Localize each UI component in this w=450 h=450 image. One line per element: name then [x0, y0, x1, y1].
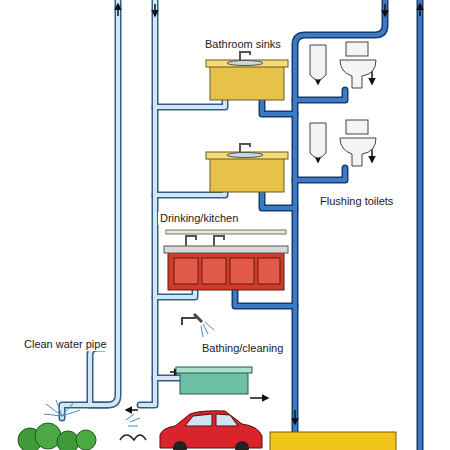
bathroom-sink [206, 144, 288, 192]
part-label: Bathing/cleaning [200, 342, 285, 355]
toilet [310, 42, 376, 166]
part-label: Flushing toilets [318, 195, 395, 208]
garden [18, 400, 146, 450]
part-label: Bathroom sinks [203, 38, 283, 51]
part-label: Drinking/kitchen [158, 212, 240, 225]
kitchen-counter [164, 230, 288, 290]
bathroom-sink [206, 52, 288, 100]
storage-tank [270, 432, 396, 450]
car [126, 411, 262, 450]
flow-arrows [118, 4, 420, 424]
clean-pipes [62, 0, 225, 418]
part-label: Clean water pipe [22, 338, 109, 351]
